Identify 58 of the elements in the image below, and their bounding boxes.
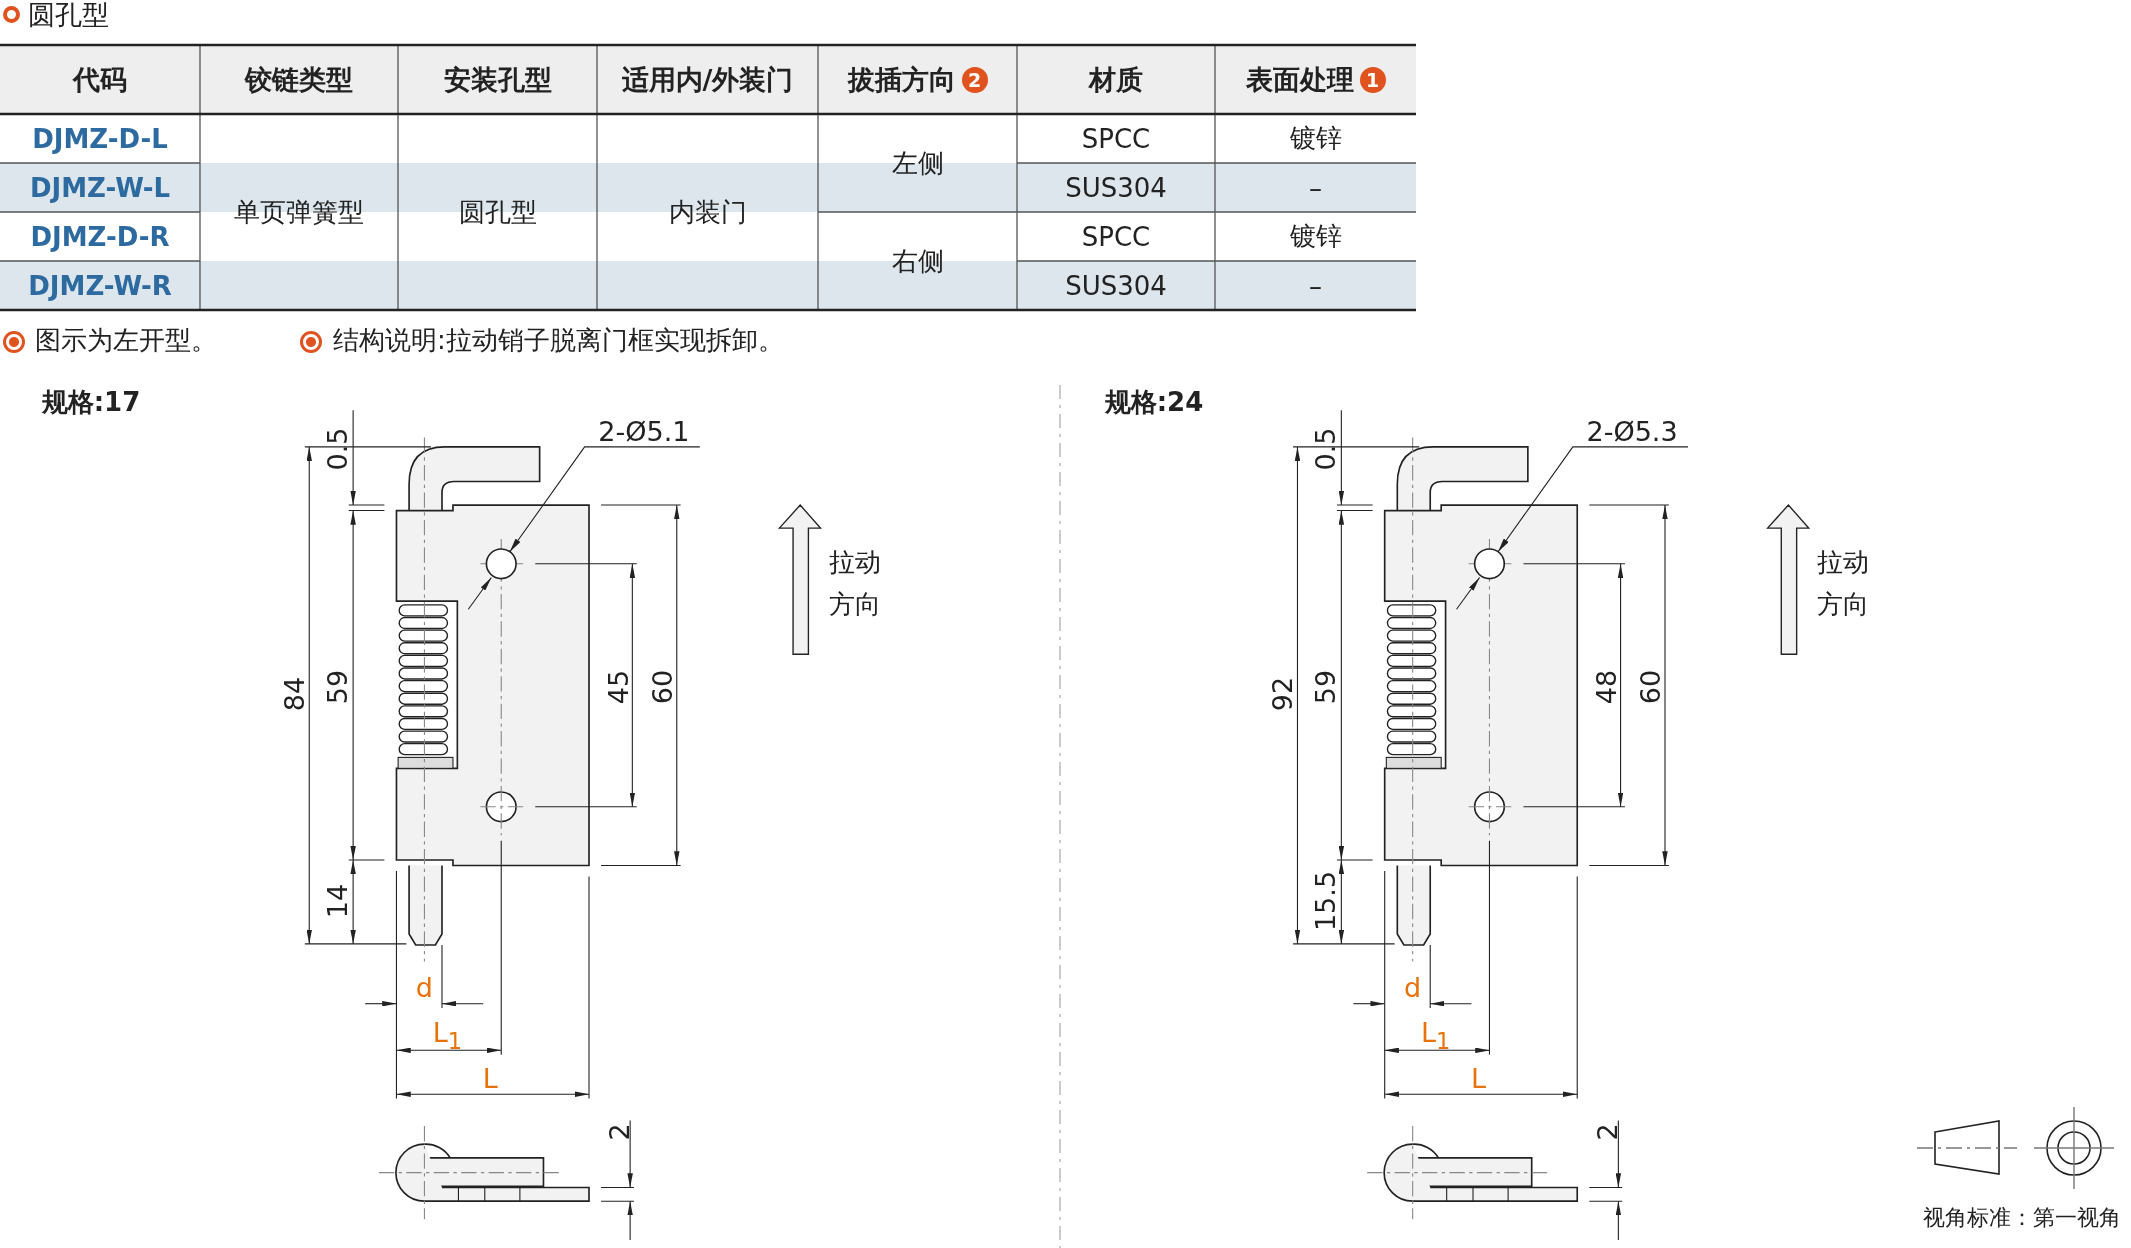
- product-code: DJMZ-D-L: [32, 123, 168, 154]
- spec-value: SUS304: [1065, 172, 1167, 203]
- dimension-label: 59: [1311, 670, 1341, 705]
- section-title: 圆孔型: [28, 0, 109, 30]
- column-header: 安装孔型: [443, 62, 552, 97]
- column-header: 表面处理: [1245, 62, 1354, 97]
- mounting-hole: [1473, 548, 1506, 580]
- spec-value: 内装门: [668, 195, 747, 229]
- dimension-label: 15.5: [1311, 871, 1341, 932]
- dimension-label: 48: [1592, 670, 1622, 705]
- direction-label: 拉动方向: [828, 546, 882, 622]
- dimension-label: L$_{1}$: [432, 1017, 463, 1054]
- column-header: 代码: [73, 62, 127, 97]
- dimension-label: 0.5: [1311, 427, 1341, 471]
- spec-value: SUS304: [1065, 270, 1167, 301]
- dimension-label: 45: [603, 670, 634, 705]
- spec-heading: 规格:17: [41, 387, 141, 417]
- dimension-label: L: [1470, 1064, 1486, 1095]
- column-header: 材质: [1089, 62, 1143, 97]
- dimension-label: 60: [1635, 670, 1666, 705]
- direction-label: 拉动方向: [1817, 546, 1871, 622]
- dimension-label: d: [415, 972, 433, 1003]
- dimension-label: L: [482, 1064, 498, 1095]
- mounting-hole: [485, 548, 517, 580]
- spec-value: 右侧: [891, 244, 944, 278]
- spec-value: 镀锌: [1289, 220, 1342, 253]
- spec-value: 圆孔型: [458, 195, 537, 229]
- dimension-label: 60: [647, 670, 678, 705]
- spec-value: 镀锌: [1289, 122, 1342, 155]
- dimension-label: 2-Ø5.1: [598, 417, 690, 447]
- dimension-label: 84: [280, 676, 310, 711]
- leader-line: [509, 446, 701, 553]
- column-header: 铰链类型: [245, 62, 353, 97]
- dimension-label: L$_{1}$: [1421, 1017, 1451, 1054]
- leader-line: [1497, 446, 1689, 553]
- spec-value: SPCC: [1081, 123, 1151, 154]
- dimension-label: d: [1404, 972, 1422, 1003]
- column-header: 拔插方向: [847, 62, 956, 97]
- dimension-label: 59: [322, 670, 353, 705]
- dimension-label: 2-Ø5.3: [1586, 417, 1678, 447]
- spec-heading: 规格:24: [1104, 387, 1204, 417]
- note-text: 图示为左开型。: [35, 326, 217, 355]
- spec-value: 单页弹簧型: [234, 195, 364, 229]
- column-header: 适用内/外装门: [621, 62, 794, 97]
- product-code: DJMZ-W-R: [28, 270, 172, 301]
- dimension-label: 2: [605, 1122, 636, 1141]
- product-code: DJMZ-W-L: [30, 172, 170, 203]
- spec-value: 左侧: [891, 146, 944, 180]
- product-code: DJMZ-D-R: [30, 221, 170, 252]
- note-text: 结构说明:拉动销子脱离门框实现拆卸。: [333, 326, 784, 355]
- spec-value: –: [1309, 270, 1322, 301]
- dimension-label: 2: [1593, 1122, 1624, 1141]
- dimension-label: 0.5: [322, 427, 353, 471]
- projection-caption: 视角标准：第一视角: [1923, 1205, 2121, 1231]
- spec-value: –: [1309, 172, 1322, 203]
- spec-value: SPCC: [1081, 221, 1151, 252]
- dimension-label: 92: [1268, 676, 1299, 711]
- dimension-label: 14: [322, 883, 353, 919]
